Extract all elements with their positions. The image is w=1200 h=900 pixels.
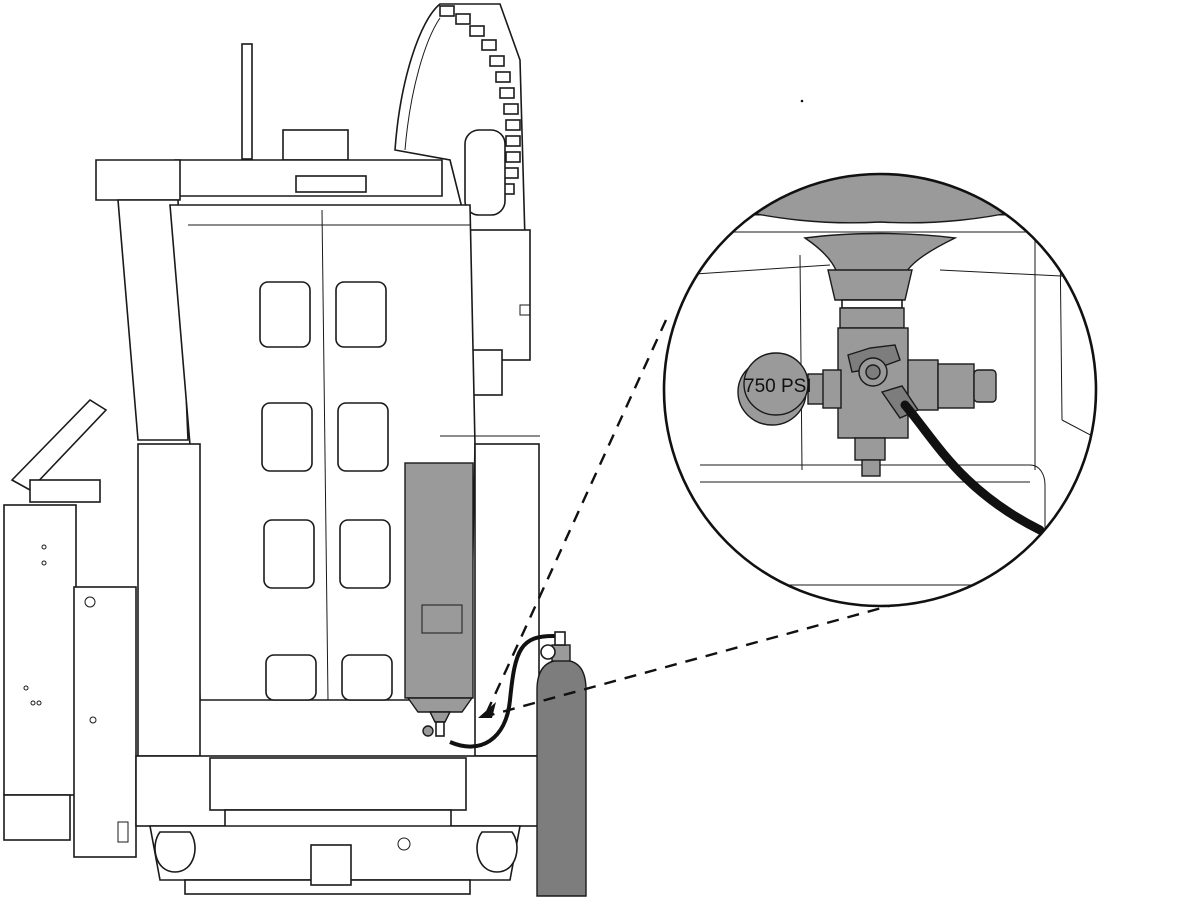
pressure-gauge-icon: 750 PSI — [737, 352, 812, 426]
tool-changer-carousel — [394, 3, 531, 396]
pressure-label: 750 PSI — [744, 376, 812, 397]
machine-enclosure — [169, 204, 476, 701]
valve-handle-icon — [847, 344, 901, 387]
machine-base — [117, 755, 539, 895]
machine-head — [95, 43, 443, 441]
cylinder-housing — [404, 462, 474, 737]
zoom-callout: 750 PSI — [662, 172, 1098, 608]
pointer-arrow — [478, 702, 496, 718]
tool-pockets — [439, 5, 521, 195]
callout-leaders — [478, 319, 941, 718]
cylinder-hose — [449, 633, 557, 749]
gas-cylinder-icon — [449, 631, 587, 897]
left-cabinet — [3, 398, 137, 858]
enclosure-windows — [259, 281, 393, 701]
